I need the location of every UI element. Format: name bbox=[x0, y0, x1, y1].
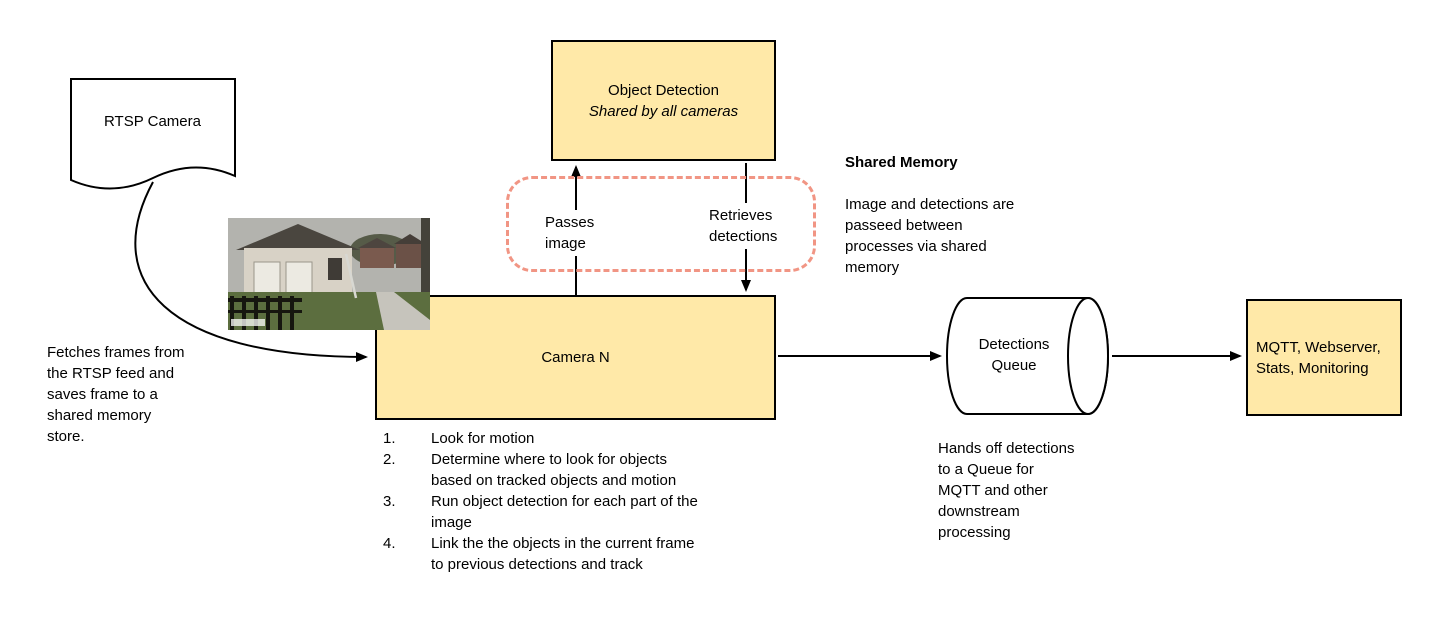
detections-queue-label: Detections Queue bbox=[978, 336, 1050, 374]
rtsp-camera-label: RTSP Camera bbox=[104, 113, 201, 130]
camera-feed-image bbox=[228, 218, 430, 330]
camera-n-node: Camera N bbox=[375, 295, 776, 420]
rtsp-to-camera-arrow bbox=[134, 181, 368, 362]
detections-queue-shape bbox=[946, 297, 1109, 415]
camera-step-4: Link the the objects in the current fram… bbox=[431, 535, 695, 573]
rtsp-fetch-note: Fetches frames from the RTSP feed and sa… bbox=[47, 344, 185, 445]
camera-step-3: Run object detection for each part of th… bbox=[431, 493, 698, 531]
camera-step-2: Determine where to look for objects base… bbox=[431, 451, 677, 489]
outputs-label: MQTT, Webserver, Stats, Monitoring bbox=[1256, 338, 1381, 377]
queue-handoff-note: Hands off detections to a Queue for MQTT… bbox=[938, 440, 1075, 541]
object-detection-title: Object Detection bbox=[608, 81, 719, 99]
object-detection-subtitle: Shared by all cameras bbox=[588, 102, 739, 120]
rtsp-camera-shape bbox=[70, 78, 236, 190]
shared-memory-note: Shared Memory Image and detections are p… bbox=[845, 131, 1060, 278]
camera-n-label: Camera N bbox=[541, 349, 610, 366]
shared-memory-outline bbox=[506, 176, 816, 272]
shared-memory-note-title: Shared Memory bbox=[845, 154, 958, 171]
camera-step-1: Look for motion bbox=[431, 430, 535, 447]
camera-feed-thumbnail bbox=[228, 218, 430, 330]
camera-steps-list: Look for motion Determine where to look … bbox=[383, 428, 793, 575]
outputs-node: MQTT, Webserver, Stats, Monitoring bbox=[1246, 299, 1402, 416]
object-detection-node: Object Detection Shared by all cameras bbox=[551, 40, 776, 161]
shared-memory-note-body: Image and detections are passeed between… bbox=[845, 196, 1015, 276]
retrieves-detections-label: Retrieves detections bbox=[705, 203, 799, 249]
passes-image-label: Passes image bbox=[541, 210, 615, 256]
